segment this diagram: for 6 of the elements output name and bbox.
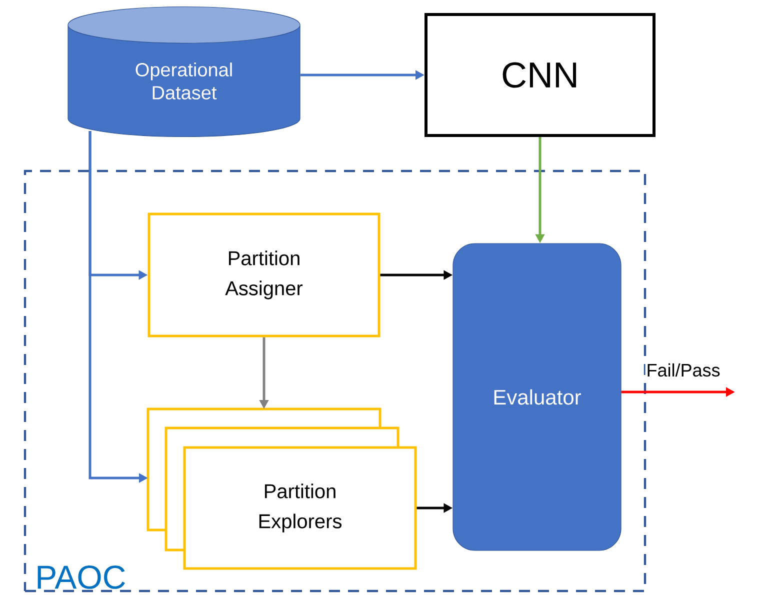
process-box: CNN (424, 13, 656, 137)
process-box: Evaluator (452, 243, 622, 551)
stacked-boxes: Partition Explorers (146, 408, 417, 570)
process-box: Partition Assigner (148, 212, 380, 338)
database-cylinder: Operational Dataset (68, 6, 300, 138)
edge-label: Fail/Pass (645, 362, 722, 378)
